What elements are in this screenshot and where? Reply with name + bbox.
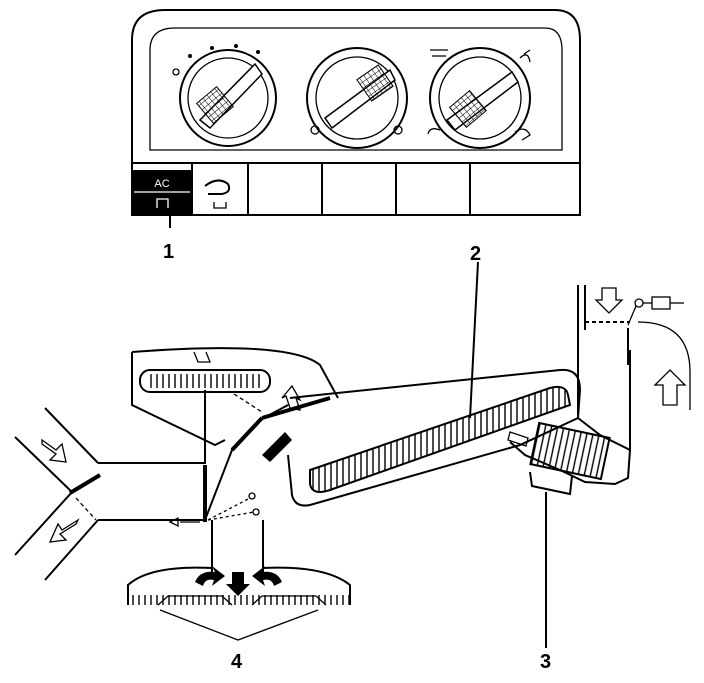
defrost-door-travel — [233, 393, 263, 413]
callout-2-leader — [469, 261, 479, 419]
air-distribution-dial-icon[interactable] — [427, 47, 531, 149]
defrost-symbol-icon — [430, 49, 448, 57]
side-vent-walls — [44, 407, 99, 581]
panel-housing — [131, 9, 581, 216]
mix-duct-upper-left — [98, 390, 206, 464]
door-link-rod — [168, 516, 200, 528]
defrost-door[interactable] — [230, 416, 264, 452]
button-strip: AC — [132, 162, 581, 216]
defrost-vent-housing-top — [131, 347, 339, 399]
vent-door[interactable] — [261, 396, 331, 420]
side-vent-arrow-lower-icon — [48, 518, 80, 543]
fresh-air-inlet — [637, 321, 691, 410]
footwell-housing-left — [127, 566, 213, 605]
callout-1: 1 — [163, 241, 174, 263]
footwell-duct-walls — [211, 520, 264, 575]
floor-symbol-icon — [427, 128, 441, 135]
evaporator — [529, 421, 611, 481]
panel-face — [149, 27, 563, 151]
airflow-arrow-icon — [507, 431, 529, 447]
callout-4-leaders — [159, 609, 319, 641]
defrost-vent-housing-left — [131, 352, 226, 447]
recirculation-icon — [204, 179, 231, 195]
callout-4: 4 — [231, 651, 243, 673]
ac-button-label: AC — [154, 178, 169, 190]
heated-air-arrow-icon — [262, 432, 292, 462]
heater-core — [309, 385, 572, 493]
ac-button[interactable]: AC — [132, 170, 192, 214]
control-panel: AC 1 — [131, 9, 581, 263]
vacuum-actuator-icon[interactable] — [627, 296, 684, 326]
ac-indicator-icon — [156, 198, 169, 208]
windshield-defrost-outlet — [139, 369, 271, 393]
mix-duct-center — [204, 404, 289, 521]
recirculation-button[interactable] — [191, 162, 249, 216]
hvac-duct-system: 2 3 — [14, 243, 691, 673]
fan-speed-dial-icon[interactable] — [172, 44, 277, 147]
footwell-housing-right — [262, 566, 351, 605]
side-vent-door[interactable] — [68, 473, 102, 495]
blend-door-travel — [207, 497, 255, 521]
callout-2: 2 — [470, 243, 481, 265]
blank-button-1[interactable] — [247, 162, 323, 216]
side-vent-door-travel — [75, 497, 97, 521]
blank-button-2[interactable] — [321, 162, 397, 216]
footwell-airflow-arrows-icon — [195, 566, 282, 596]
vent-airflow-arrow-icon — [281, 384, 302, 411]
vent-symbol-icon — [519, 49, 531, 63]
floor-defrost-symbol-icon — [514, 128, 531, 141]
main-duct-top-edge — [289, 394, 319, 399]
defrost-symbol-icon-small — [193, 351, 211, 363]
drain-outlet — [529, 471, 573, 496]
blank-button-4[interactable] — [469, 162, 581, 216]
outside-air-arrow-icon — [653, 369, 687, 406]
side-vent-arrow-upper-icon — [41, 438, 67, 463]
blank-button-3[interactable] — [395, 162, 471, 216]
callout-3: 3 — [540, 651, 551, 673]
fresh-air-arrow-icon — [594, 287, 624, 314]
temperature-dial-icon[interactable] — [306, 47, 408, 149]
